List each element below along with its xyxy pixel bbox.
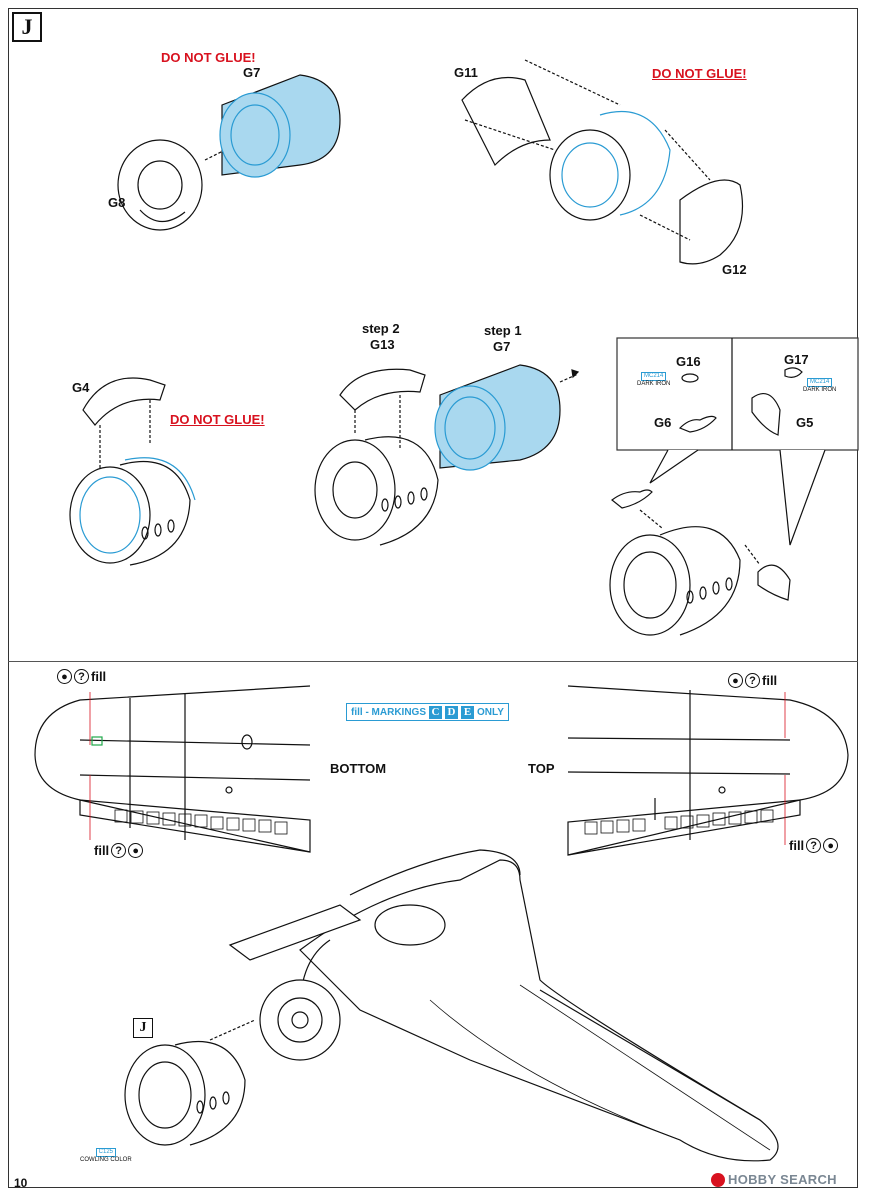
g12-panel [679, 179, 744, 265]
drill-icon: ● [57, 669, 72, 684]
marking-e: E [461, 705, 474, 719]
part-label-g8: G8 [108, 195, 126, 210]
cowl-center [314, 436, 439, 546]
part-label-g5: G5 [796, 415, 814, 430]
cowl-right [609, 526, 741, 636]
page-number: 10 [14, 1176, 28, 1190]
watermark-text: HOBBY SEARCH [728, 1172, 837, 1187]
question-icon-3: ? [745, 673, 760, 688]
g5-mounted [757, 564, 791, 601]
part-label-g7: G7 [243, 65, 261, 80]
g8-ring [117, 139, 203, 231]
g7-sleeve-2 [434, 364, 561, 471]
fill-text-4: fill [789, 838, 805, 853]
step-2-label: step 2 [362, 321, 400, 336]
center-cowl-assembly [549, 111, 671, 221]
marking-c: C [429, 705, 442, 719]
paint-code-mc214-2: MC214 [807, 378, 833, 387]
paint-callout-cowling: C125 COWLING COLOR [80, 1148, 132, 1164]
fill-banner-prefix: fill - MARKINGS [351, 706, 426, 718]
paint-code-mc214: MC214 [641, 372, 667, 381]
paint-callout-g16: MC214 DARK IRON [637, 372, 670, 388]
question-icon-4: ? [806, 838, 822, 853]
g17-part [784, 367, 803, 378]
marking-d: D [445, 705, 458, 719]
paint-name-dark-iron-2: DARK IRON [803, 387, 837, 393]
g5-part [751, 392, 781, 436]
do-not-glue-warning-1: DO NOT GLUE! [161, 50, 256, 65]
do-not-glue-warning-2: DO NOT GLUE! [652, 66, 747, 81]
part-label-g6: G6 [654, 415, 672, 430]
wing-bottom-view [34, 685, 311, 853]
fill-markings-banner: fill - MARKINGS C D E ONLY [346, 703, 509, 721]
fill-callout-top-low: fill ? ● [789, 838, 839, 853]
paint-name-cowling-color: COWLING COLOR [80, 1157, 132, 1163]
fill-text-3: fill [762, 673, 778, 688]
fill-callout-bottom-top: ● ? fill [57, 669, 106, 684]
view-label-bottom: BOTTOM [330, 761, 387, 776]
g6-mounted [611, 489, 653, 509]
question-icon-2: ? [111, 843, 127, 858]
paint-callout-g17: MC214 DARK IRON [803, 378, 836, 394]
g4-panel [82, 377, 166, 426]
part-label-g7-step1: G7 [493, 339, 511, 354]
drill-icon-2: ● [128, 843, 144, 858]
drill-icon-3: ● [728, 673, 743, 688]
step-1-label: step 1 [484, 323, 522, 338]
step-letter-box: J [12, 12, 42, 42]
g13-panel [339, 368, 426, 411]
paint-name-dark-iron: DARK IRON [637, 381, 671, 387]
fill-text-2: fill [94, 843, 110, 858]
part-label-g16: G16 [676, 354, 701, 369]
aircraft-overview [228, 849, 779, 1162]
g6-part [678, 415, 717, 433]
paint-code-c125: C125 [95, 1148, 116, 1157]
fill-callout-bottom-low: fill ? ● [94, 843, 144, 858]
part-label-g11: G11 [454, 65, 478, 80]
g16-part [681, 373, 699, 383]
page-frame [8, 8, 858, 1188]
g7-sleeve [219, 74, 341, 178]
part-label-g4: G4 [72, 380, 90, 395]
part-label-g17: G17 [784, 352, 809, 367]
question-icon: ? [74, 669, 89, 684]
part-label-g13: G13 [370, 337, 395, 352]
part-label-g12: G12 [722, 262, 747, 277]
view-label-top: TOP [528, 761, 555, 776]
drill-icon-4: ● [823, 838, 839, 853]
fill-text: fill [91, 669, 107, 684]
step-letter-box-overview: J [133, 1018, 153, 1038]
cowl-overview [124, 1041, 246, 1146]
fill-banner-suffix: ONLY [477, 706, 504, 718]
wing-top-view [567, 685, 849, 856]
hobby-search-logo-icon [711, 1172, 725, 1187]
cowl-left [69, 457, 196, 566]
section-divider [8, 661, 858, 662]
do-not-glue-warning-3: DO NOT GLUE! [170, 412, 265, 427]
fill-callout-top-top: ● ? fill [728, 673, 777, 688]
watermark: HOBBY SEARCH [711, 1172, 837, 1187]
g11-panel [461, 76, 551, 167]
